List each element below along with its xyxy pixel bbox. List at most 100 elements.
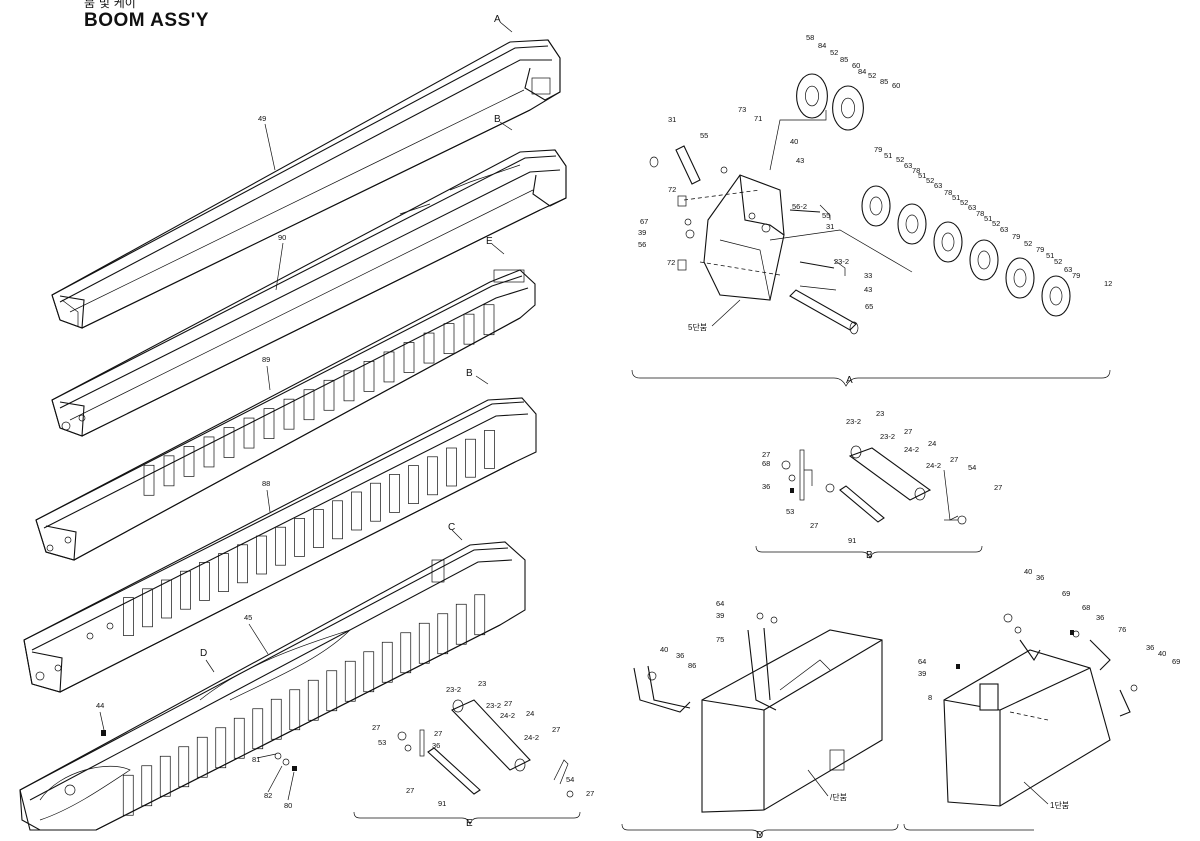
part-89: 89: [262, 355, 270, 364]
lattice-window: [252, 708, 264, 750]
part-number-label: 40: [1024, 567, 1032, 576]
lattice-89: [143, 304, 495, 496]
lattice-window: [465, 438, 476, 478]
part-number-label: 23-2: [486, 701, 501, 710]
part-number-label: 84: [818, 41, 826, 50]
lattice-window: [455, 603, 467, 645]
part-number-label: 36: [1096, 613, 1104, 622]
lattice-window: [233, 717, 245, 759]
part-number-label: 64: [918, 657, 926, 666]
lattice-window: [343, 370, 355, 402]
part-number-label: 68: [1082, 603, 1090, 612]
lattice-88: [123, 430, 495, 636]
part-number-label: 84: [858, 67, 866, 76]
part-number-label: 36: [762, 482, 770, 491]
part-number-label: 79: [1072, 271, 1080, 280]
part-number-label: 27: [810, 521, 818, 530]
lattice-window: [383, 351, 395, 383]
callout-B-top: B: [494, 114, 501, 125]
part-number-label: 69: [1062, 589, 1070, 598]
lattice-window: [243, 417, 255, 449]
part-number-label: 86: [688, 661, 696, 670]
part-number-label: 56: [638, 240, 646, 249]
callout-A: A: [494, 14, 501, 25]
lattice-window: [163, 455, 175, 487]
sheave-hub: [905, 214, 919, 234]
part-number-label: 79: [1012, 232, 1020, 241]
part-number-label: 36: [432, 741, 440, 750]
part-number-label: 27: [762, 450, 770, 459]
part-number-label: 51: [918, 171, 926, 180]
part-number-label: 24-2: [524, 733, 539, 742]
lattice-window: [275, 526, 286, 566]
part-number-label: 51: [1046, 251, 1054, 260]
part-number-label: 56-2: [792, 202, 807, 211]
sheave-disc: [1005, 257, 1035, 299]
detail-B-label: B: [866, 550, 873, 561]
lattice-window: [218, 553, 229, 592]
boom-part-labels: 49 90 89 88 45 44 81 82 80: [96, 114, 297, 810]
page-title: BOOM ASS'Y: [84, 10, 209, 31]
lattice-window: [303, 389, 315, 421]
detail-E-label: E: [466, 818, 473, 829]
part-number-label: 8: [928, 693, 932, 702]
lattice-window: [403, 342, 415, 373]
part-number-label: 67: [640, 217, 648, 226]
lattice-window: [370, 482, 381, 522]
lattice-window: [142, 588, 153, 628]
part-number-label: 71: [754, 114, 762, 123]
part-number-label: 54: [968, 463, 976, 472]
part-number-label: 52: [896, 155, 904, 164]
part-number-label: 91: [848, 536, 856, 545]
part-number-label: 64: [716, 599, 724, 608]
lattice-window: [215, 727, 227, 769]
part-number-label: 78: [976, 209, 984, 218]
lattice-window: [474, 594, 486, 636]
lattice-window: [123, 597, 134, 636]
part-number-label: 52: [960, 198, 968, 207]
boom-section-49: [51, 39, 561, 329]
lattice-window: [427, 456, 438, 496]
part-number-label: 51: [952, 193, 960, 202]
part-45: 45: [244, 613, 252, 622]
part-number-label: 36: [1146, 643, 1154, 652]
lattice-window: [294, 518, 305, 557]
detail-D-stage: /단붐: [830, 792, 847, 802]
lattice-window: [332, 500, 343, 540]
part-number-label: 36: [1036, 573, 1044, 582]
part-number-label: 27: [504, 699, 512, 708]
part-number-label: 39: [918, 669, 926, 678]
part-number-label: 12: [1104, 279, 1112, 288]
part-82: 82: [264, 791, 272, 800]
lattice-window: [483, 304, 495, 336]
lattice-window: [199, 562, 210, 601]
lattice-window: [307, 679, 319, 721]
lattice-window: [270, 698, 282, 740]
lattice-window: [159, 755, 171, 797]
part-number-label: 51: [984, 214, 992, 223]
part-number-label: 27: [372, 723, 380, 732]
part-number-label: 85: [880, 77, 888, 86]
part-number-label: 27: [950, 455, 958, 464]
part-number-label: 91: [438, 799, 446, 808]
lattice-window: [484, 430, 495, 469]
part-number-label: 51: [884, 151, 892, 160]
boom-section-88: [23, 397, 537, 693]
part-number-label: 60: [892, 81, 900, 90]
part-number-label: 78: [944, 188, 952, 197]
part-number-label: 24-2: [500, 711, 515, 720]
part-number-label: 55: [822, 211, 830, 220]
lattice-window: [423, 332, 435, 364]
boom-section-89: [35, 269, 536, 561]
part-number-label: 27: [406, 786, 414, 795]
lattice-45: [122, 594, 486, 816]
callout-D: D: [200, 648, 207, 659]
lattice-window: [289, 689, 301, 731]
part-number-label: 27: [434, 729, 442, 738]
